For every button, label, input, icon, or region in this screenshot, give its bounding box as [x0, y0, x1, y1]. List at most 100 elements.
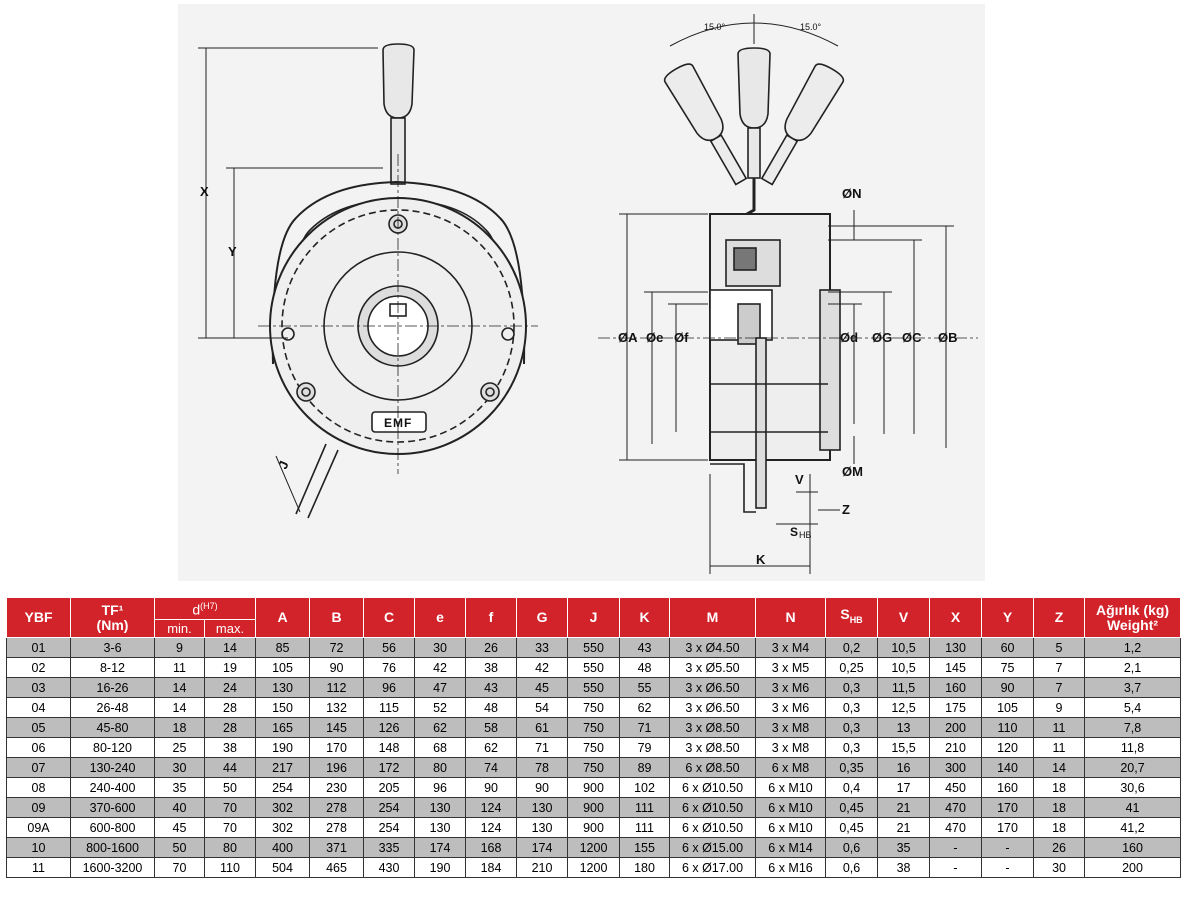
table-cell: 62 — [465, 737, 518, 758]
table-cell: 10,5 — [877, 657, 931, 678]
table-cell: - — [981, 837, 1035, 858]
header-j: J — [567, 597, 621, 638]
table-cell: 0,3 — [825, 717, 879, 738]
table-cell: 11 — [6, 857, 71, 878]
table-cell: 3 x M4 — [755, 637, 827, 658]
table-cell: 16-26 — [70, 677, 155, 698]
header-tf-unit: (Nm) — [96, 616, 129, 633]
table-cell: 60 — [981, 637, 1035, 658]
table-cell: 254 — [363, 817, 416, 838]
header-s-sub: HB — [849, 614, 863, 625]
header-weight-en: Weight² — [1106, 616, 1159, 633]
table-cell: 21 — [877, 797, 931, 818]
header-k: K — [619, 597, 671, 638]
table-cell: 3,7 — [1084, 677, 1182, 698]
table-cell: 5,4 — [1084, 697, 1182, 718]
table-cell: 33 — [516, 637, 569, 658]
table-cell: 370-600 — [70, 797, 155, 818]
table-cell: 110 — [981, 717, 1035, 738]
dim-label-e: Øe — [646, 330, 663, 345]
table-cell: 42 — [414, 657, 467, 678]
table-cell: 3 x M5 — [755, 657, 827, 678]
table-cell: 74 — [465, 757, 518, 778]
table-cell: 130 — [414, 797, 467, 818]
table-cell: 15,5 — [877, 737, 931, 758]
table-cell: 1200 — [567, 857, 621, 878]
table-cell: 11 — [1033, 717, 1086, 738]
table-cell: 9 — [1033, 697, 1086, 718]
table-cell: 0,6 — [825, 857, 879, 878]
table-cell: 35 — [154, 777, 205, 798]
table-cell: 85 — [255, 637, 311, 658]
table-cell: 124 — [465, 797, 518, 818]
table-cell: 18 — [1033, 777, 1086, 798]
table-cell: 75 — [981, 657, 1035, 678]
table-cell: 504 — [255, 857, 311, 878]
table-cell: 111 — [619, 797, 671, 818]
table-cell: 800-1600 — [70, 837, 155, 858]
table-cell: 79 — [619, 737, 671, 758]
table-cell: 56 — [363, 637, 416, 658]
dim-label-s: S — [790, 525, 798, 539]
table-cell: 0,45 — [825, 797, 879, 818]
table-cell: 0,6 — [825, 837, 879, 858]
table-cell: 205 — [363, 777, 416, 798]
table-cell: 196 — [309, 757, 365, 778]
table-cell: 11 — [154, 657, 205, 678]
header-m: M — [669, 597, 757, 638]
table-cell: 62 — [619, 697, 671, 718]
table-cell: 150 — [255, 697, 311, 718]
table-cell: 8-12 — [70, 657, 155, 678]
table-cell: 80 — [203, 837, 257, 858]
table-cell: 160 — [929, 677, 983, 698]
table-cell: 76 — [363, 657, 416, 678]
table-cell: 0,3 — [825, 697, 879, 718]
table-cell: 54 — [516, 697, 569, 718]
header-a: A — [255, 597, 311, 638]
table-cell: 200 — [929, 717, 983, 738]
specifications-table: YBF TF¹ (Nm) d(H7) A B C e f G J K M N S… — [6, 597, 1182, 878]
header-tf: TF¹ (Nm) — [70, 597, 155, 638]
table-cell: 16 — [877, 757, 931, 778]
table-cell: 26 — [1033, 837, 1086, 858]
header-d-max: max. — [203, 619, 257, 638]
table-cell: 26-48 — [70, 697, 155, 718]
table-cell: 28 — [203, 697, 257, 718]
table-cell: 7,8 — [1084, 717, 1182, 738]
table-cell: 02 — [6, 657, 71, 678]
table-cell: 165 — [255, 717, 311, 738]
table-cell: 18 — [154, 717, 205, 738]
table-cell: 111 — [619, 817, 671, 838]
header-e: e — [414, 597, 467, 638]
table-cell: 5 — [1033, 637, 1086, 658]
table-cell: 6 x Ø8.50 — [669, 757, 757, 778]
table-cell: 71 — [516, 737, 569, 758]
table-cell: 126 — [363, 717, 416, 738]
table-cell: 6 x Ø10.50 — [669, 797, 757, 818]
header-c: C — [363, 597, 416, 638]
header-d-label: d — [192, 601, 201, 618]
table-cell: 240-400 — [70, 777, 155, 798]
table-cell: 3 x M8 — [755, 717, 827, 738]
table-cell: 71 — [619, 717, 671, 738]
table-cell: 3-6 — [70, 637, 155, 658]
table-cell: 68 — [414, 737, 467, 758]
dim-label-y: Y — [228, 244, 237, 259]
table-cell: 550 — [567, 677, 621, 698]
table-cell: - — [981, 857, 1035, 878]
table-cell: 78 — [516, 757, 569, 778]
table-cell: 43 — [465, 677, 518, 698]
table-cell: 750 — [567, 717, 621, 738]
emf-logo: EMF — [384, 416, 412, 430]
table-cell: 170 — [981, 817, 1035, 838]
header-weight-tr: Ağırlık (kg) — [1095, 601, 1170, 618]
header-weight: Ağırlık (kg) Weight² — [1084, 597, 1182, 638]
table-cell: 1,2 — [1084, 637, 1182, 658]
table-cell: 230 — [309, 777, 365, 798]
table-cell: 38 — [465, 657, 518, 678]
dim-label-d: Ød — [840, 330, 858, 345]
table-cell: 3 x Ø5.50 — [669, 657, 757, 678]
